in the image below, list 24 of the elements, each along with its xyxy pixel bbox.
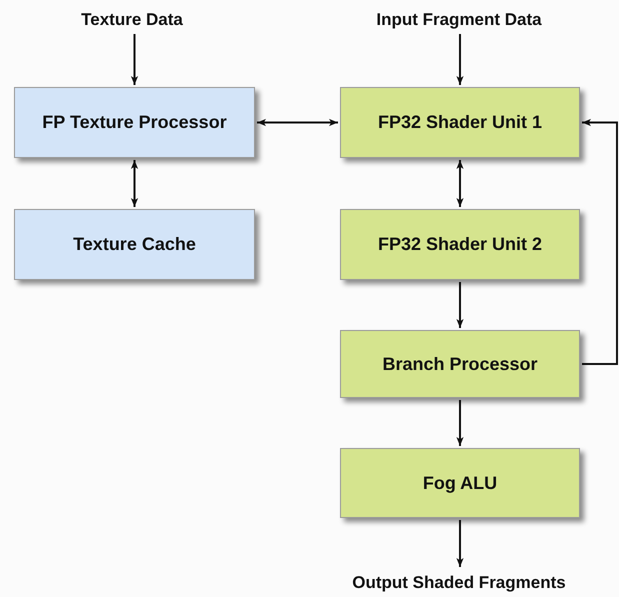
flow-label: Output Shaded Fragments [352,573,566,593]
arrow [130,34,138,85]
arrow [582,118,618,365]
process-box [340,87,580,158]
box-label: Fog ALU [422,472,498,494]
process-box [340,330,580,398]
arrow [456,34,464,85]
flow-label: Input Fragment Data [376,10,542,30]
arrow [456,282,464,328]
box-label: Texture Cache [73,234,196,255]
box-label: FP32 Shader Unit 1 [378,112,542,133]
process-box [14,87,255,158]
box-label: FP Texture Processor [42,112,227,133]
box-label: Branch Processor [382,354,538,374]
process-box [340,448,580,518]
arrow [456,160,464,207]
process-box [14,209,255,280]
box-label: FP32 Shader Unit 2 [378,234,542,255]
process-box [340,209,580,280]
arrow [130,160,138,207]
arrow [257,118,338,126]
flow-label: Texture Data [81,10,183,30]
arrow [456,400,464,446]
arrow [456,520,464,567]
